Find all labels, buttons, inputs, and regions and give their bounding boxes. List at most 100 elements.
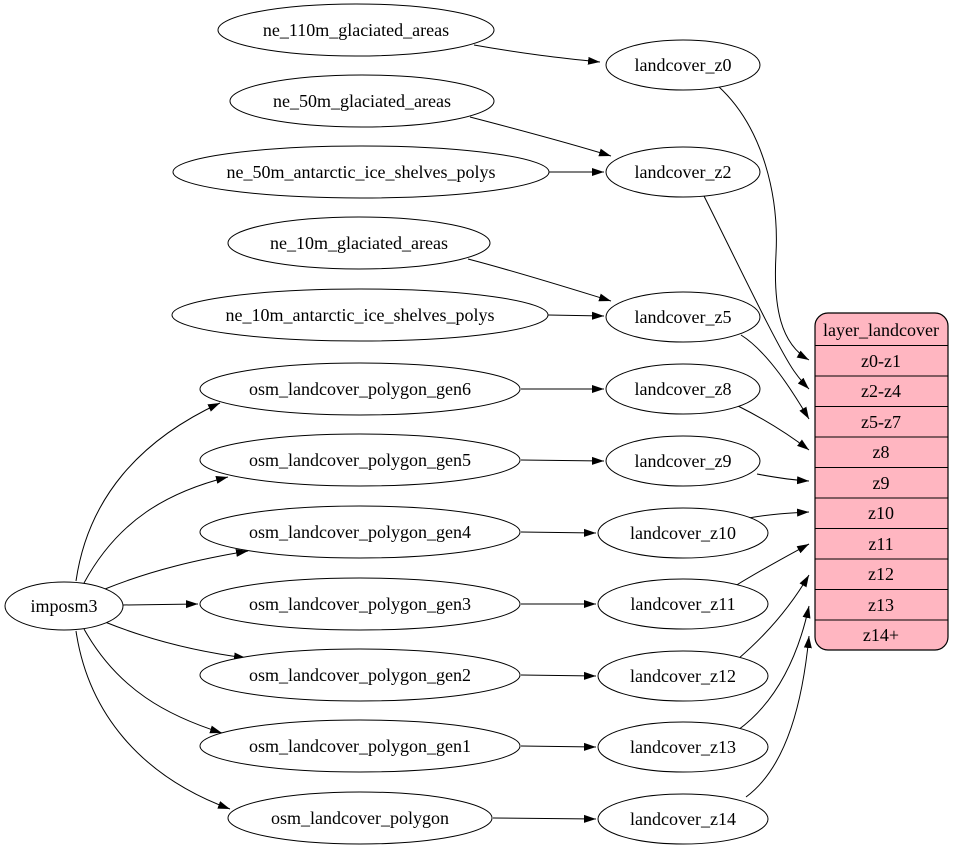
node-ellipse: [597, 721, 769, 773]
edge-landcover-z0-to-row-z0-z1: [717, 85, 810, 361]
node-label: ne_50m_antarctic_ice_shelves_polys: [227, 162, 496, 182]
edge-imposm3-to-osm-landcover-polygon-gen3: [122, 600, 199, 609]
table-row-z12: z12: [868, 564, 894, 584]
node-ellipse: [199, 577, 521, 631]
node-ne-50m-antarctic-ice-shelves-polys: ne_50m_antarctic_ice_shelves_polys: [172, 145, 550, 199]
edge-ne-10m-antarctic-ice-shelves-polys-to-landcover-z5: [547, 311, 605, 320]
edge-landcover-z8-to-row-z8: [737, 405, 810, 451]
node-label: landcover_z12: [630, 666, 736, 686]
node-landcover-z8: landcover_z8: [605, 363, 761, 415]
node-landcover-z13: landcover_z13: [597, 721, 769, 773]
node-osm-landcover-polygon-gen2: osm_landcover_polygon_gen2: [199, 648, 521, 702]
node-ellipse: [227, 791, 493, 845]
edge-ne-50m-glaciated-areas-to-landcover-z2: [469, 116, 612, 157]
node-ellipse: [229, 74, 495, 128]
node-osm-landcover-polygon-gen1: osm_landcover_polygon_gen1: [199, 719, 521, 773]
edge-layer: [75, 44, 812, 823]
edge-landcover-z5-to-row-z5-z7: [740, 334, 810, 420]
node-label: osm_landcover_polygon_gen4: [249, 522, 471, 542]
node-ellipse: [597, 507, 769, 559]
node-landcover-z10: landcover_z10: [597, 507, 769, 559]
node-landcover-z9: landcover_z9: [605, 435, 761, 487]
edge-osm-landcover-polygon-gen4-to-landcover-z10: [520, 528, 597, 537]
edge-landcover-z2-to-row-z2-z4: [703, 195, 810, 390]
edge-landcover-z14-to-row-z14plus: [745, 635, 812, 798]
node-ellipse: [597, 650, 769, 702]
table-row-z8: z8: [873, 442, 890, 462]
node-ellipse: [199, 648, 521, 702]
node-ellipse: [605, 435, 761, 487]
node-ellipse: [199, 362, 521, 416]
node-label: osm_landcover_polygon_gen3: [249, 594, 471, 614]
table-row-z14plus: z14+: [863, 625, 899, 645]
node-osm-landcover-polygon-gen3: osm_landcover_polygon_gen3: [199, 577, 521, 631]
node-label: ne_10m_antarctic_ice_shelves_polys: [226, 305, 495, 325]
node-osm-landcover-polygon-gen6: osm_landcover_polygon_gen6: [199, 362, 521, 416]
node-ellipse: [199, 719, 521, 773]
edge-osm-landcover-polygon-gen5-to-landcover-z9: [520, 456, 605, 465]
edge-landcover-z12-to-row-z12: [737, 574, 810, 660]
node-ne-10m-glaciated-areas: ne_10m_glaciated_areas: [227, 216, 491, 270]
node-label: landcover_z5: [635, 307, 732, 327]
node-osm-landcover-polygon: osm_landcover_polygon: [227, 791, 493, 845]
edge-imposm3-to-osm-landcover-polygon-gen5: [83, 476, 229, 584]
table-row-z0-z1: z0-z1: [861, 351, 901, 371]
node-label: osm_landcover_polygon_gen6: [249, 379, 471, 399]
node-landcover-z14: landcover_z14: [597, 793, 769, 845]
node-landcover-z5: landcover_z5: [605, 291, 761, 343]
edge-ne-10m-glaciated-areas-to-landcover-z5: [467, 258, 612, 302]
node-label: osm_landcover_polygon_gen2: [249, 665, 471, 685]
node-ellipse: [199, 433, 521, 487]
table-layer-landcover: layer_landcover z0-z1 z2-z4 z5-z7 z8 z9 …: [814, 312, 949, 651]
node-ellipse: [217, 3, 495, 57]
node-label: ne_110m_glaciated_areas: [263, 20, 449, 40]
table-background: [814, 312, 949, 651]
node-ne-110m-glaciated-areas: ne_110m_glaciated_areas: [217, 3, 495, 57]
node-label: landcover_z8: [635, 379, 732, 399]
edge-imposm3-to-osm-landcover-polygon-gen2: [104, 621, 247, 661]
edge-imposm3-to-osm-landcover-polygon-gen6: [75, 402, 221, 582]
edge-landcover-z10-to-row-z10: [742, 508, 810, 520]
node-label: osm_landcover_polygon_gen1: [249, 736, 471, 756]
node-ellipse: [4, 581, 124, 631]
edge-landcover-z9-to-row-z9: [756, 473, 810, 485]
node-label: osm_landcover_polygon: [271, 808, 449, 828]
edge-imposm3-to-osm-landcover-polygon-gen4: [104, 549, 249, 590]
edge-imposm3-to-osm-landcover-polygon-gen1: [83, 628, 223, 734]
edge-ne-110m-glaciated-areas-to-landcover-z0: [473, 44, 601, 65]
node-landcover-z0: landcover_z0: [605, 39, 761, 91]
node-ellipse: [605, 146, 761, 198]
node-label: imposm3: [30, 596, 97, 616]
node-osm-landcover-polygon-gen4: osm_landcover_polygon_gen4: [199, 505, 521, 559]
edge-osm-landcover-polygon-gen2-to-landcover-z12: [520, 671, 597, 680]
node-ellipse: [227, 216, 491, 270]
node-ellipse: [199, 505, 521, 559]
node-label: landcover_z10: [630, 523, 736, 543]
edge-osm-landcover-polygon-to-landcover-z14: [492, 814, 597, 823]
node-ellipse: [172, 145, 550, 199]
node-ellipse: [605, 291, 761, 343]
edge-landcover-z13-to-row-z13: [737, 605, 811, 731]
node-label: landcover_z9: [635, 451, 732, 471]
node-ne-50m-glaciated-areas: ne_50m_glaciated_areas: [229, 74, 495, 128]
node-imposm3: imposm3: [4, 581, 124, 631]
table-row-z13: z13: [868, 595, 894, 615]
edge-osm-landcover-polygon-gen1-to-landcover-z13: [520, 742, 597, 751]
node-label: landcover_z13: [630, 737, 736, 757]
table-row-z5-z7: z5-z7: [861, 412, 901, 432]
node-label: landcover_z2: [635, 162, 732, 182]
table-row-z2-z4: z2-z4: [861, 381, 901, 401]
node-ellipse: [597, 578, 769, 630]
node-ellipse: [597, 793, 769, 845]
node-label: landcover_z11: [630, 594, 735, 614]
node-ellipse: [171, 288, 549, 342]
table-row-z10: z10: [868, 503, 894, 523]
node-landcover-z12: landcover_z12: [597, 650, 769, 702]
node-ellipse: [605, 39, 761, 91]
node-label: landcover_z14: [630, 809, 736, 829]
table-row-z9: z9: [873, 473, 890, 493]
table-header-label: layer_landcover: [823, 320, 939, 340]
node-ellipse: [605, 363, 761, 415]
